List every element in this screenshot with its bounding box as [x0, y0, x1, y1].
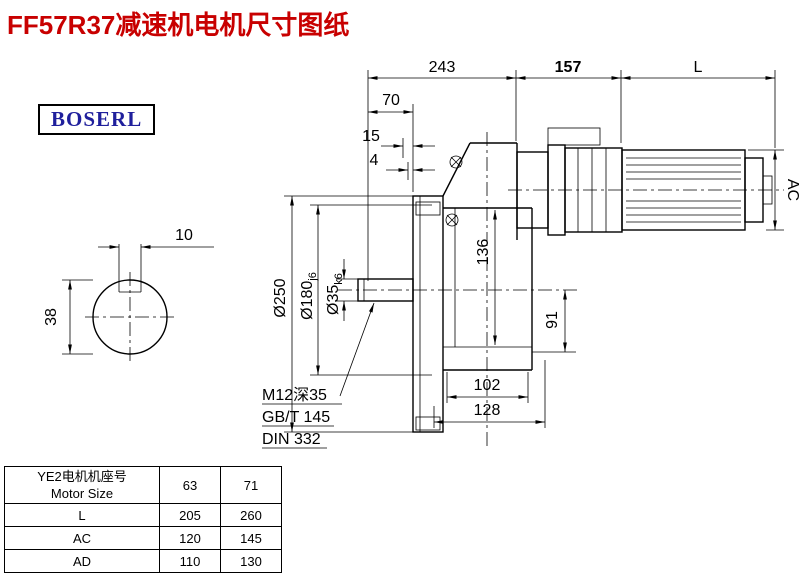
dimension-lines — [262, 70, 784, 449]
gearbox-main-view — [338, 127, 784, 446]
dim-4-label: 4 — [370, 152, 379, 169]
boserl-logo: BOSERL — [38, 104, 156, 135]
table-header-motor-size: YE2电机机座号 Motor Size — [4, 466, 160, 504]
flange-bolt-slot — [415, 201, 441, 216]
dim-102-label: 102 — [474, 377, 501, 394]
dim-15-label: 15 — [362, 128, 380, 145]
dim-243-label: 243 — [429, 59, 456, 76]
motor-size-table: YE2电机机座号 Motor Size 63 71 L 205 260 AC 1… — [4, 466, 282, 573]
row-value: 130 — [220, 549, 282, 573]
row-label: L — [4, 503, 160, 527]
bolt-icon — [445, 213, 459, 227]
row-value: 260 — [220, 503, 282, 527]
dim-L-label: L — [694, 59, 703, 76]
header-cn: YE2电机机座号 — [37, 469, 127, 484]
row-value: 110 — [159, 549, 221, 573]
dim-spigot-diameter-label: Ø180j6 — [299, 272, 319, 320]
size-column-71: 71 — [220, 466, 282, 504]
table-header-row: YE2电机机座号 Motor Size 63 71 — [4, 466, 282, 504]
table-row-L: L 205 260 — [4, 503, 282, 527]
row-value: 145 — [220, 526, 282, 550]
standard-din-note: DIN 332 — [262, 431, 321, 448]
motor-fins — [626, 157, 741, 223]
row-value: 120 — [159, 526, 221, 550]
dim-AC-label: AC — [784, 179, 800, 201]
page-title: FF57R37减速机电机尺寸图纸 — [7, 10, 350, 40]
dim-136-label: 136 — [475, 239, 492, 266]
dim-157-label: 157 — [555, 59, 582, 76]
dim-91-label: 91 — [544, 311, 561, 329]
shaft-tolerance: k6 — [333, 273, 345, 285]
boserl-logo-text: BOSERL — [51, 107, 143, 131]
header-en: Motor Size — [50, 486, 114, 501]
row-value: 205 — [159, 503, 221, 527]
table-row-AD: AD 110 130 — [4, 549, 282, 573]
dim-70-label: 70 — [382, 92, 400, 109]
row-label: AD — [4, 549, 160, 573]
spigot-diameter-value: Ø180 — [299, 281, 316, 320]
terminal-box — [547, 127, 601, 146]
dim-flange-diameter-label: Ø250 — [272, 278, 289, 317]
dim-key-width-label: 10 — [175, 227, 193, 244]
size-column-63: 63 — [159, 466, 221, 504]
dimension-labels: 243 157 L 70 15 4 AC 10 38 Ø250 Ø180j6 Ø… — [43, 59, 800, 448]
oil-plug-icon — [449, 155, 463, 169]
shaft-diameter-value: Ø35 — [325, 285, 342, 315]
spigot-tolerance: j6 — [307, 272, 319, 282]
tap-hole-note: M12深35 — [262, 386, 327, 404]
dim-128-label: 128 — [474, 402, 501, 419]
standard-gbt-note: GB/T 145 — [262, 409, 330, 426]
row-label: AC — [4, 526, 160, 550]
shaft-end-view — [62, 244, 214, 362]
dim-38-label: 38 — [43, 308, 60, 326]
flange-plate — [412, 195, 444, 433]
dim-shaft-diameter-label: Ø35k6 — [325, 273, 345, 315]
table-row-AC: AC 120 145 — [4, 526, 282, 550]
